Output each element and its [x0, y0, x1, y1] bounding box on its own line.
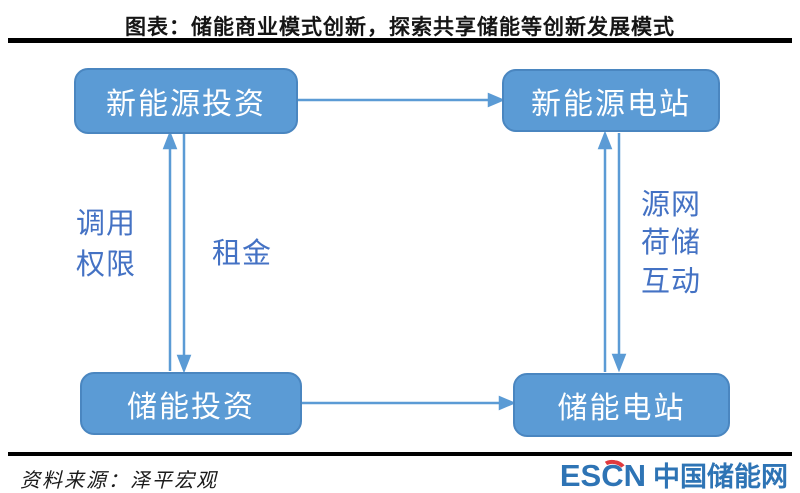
node-label: 新能源电站 [531, 87, 691, 121]
arrowhead-left-up [162, 130, 178, 150]
node-new-energy-investment: 新能源投资 [74, 68, 298, 134]
logo-letter-c-with-red-arc: C [601, 458, 624, 493]
arrowhead-right-up [597, 130, 613, 150]
arrowhead-right-down [611, 353, 627, 373]
node-label: 新能源投资 [106, 88, 266, 121]
edge-label-rent: 租金 [212, 238, 273, 270]
logo-text-es: ES [559, 458, 602, 493]
edge-label-source-grid-load-storage: 源网 荷储 互动 [641, 189, 702, 298]
footer-divider [8, 452, 792, 456]
node-storage-investment: 储能投资 [80, 372, 302, 435]
source-note: 资料来源：泽平宏观 [20, 470, 218, 492]
arrowhead-left-down [176, 354, 192, 374]
edge-label-dispatch-rights: 调用 权限 [76, 208, 137, 281]
arrowhead-bottom-right [498, 395, 517, 411]
node-label: 储能电站 [557, 392, 686, 425]
title-divider [8, 38, 792, 43]
page-title: 图表：储能商业模式创新，探索共享储能等创新发展模式 [125, 15, 675, 39]
node-label: 储能投资 [127, 390, 255, 424]
arrowhead-top-right [487, 92, 506, 108]
node-storage-station: 储能电站 [513, 373, 730, 437]
node-new-energy-station: 新能源电站 [502, 69, 720, 132]
logo-text-cn: 中国储能网 [653, 462, 788, 492]
logo-text-n: N [623, 458, 646, 493]
